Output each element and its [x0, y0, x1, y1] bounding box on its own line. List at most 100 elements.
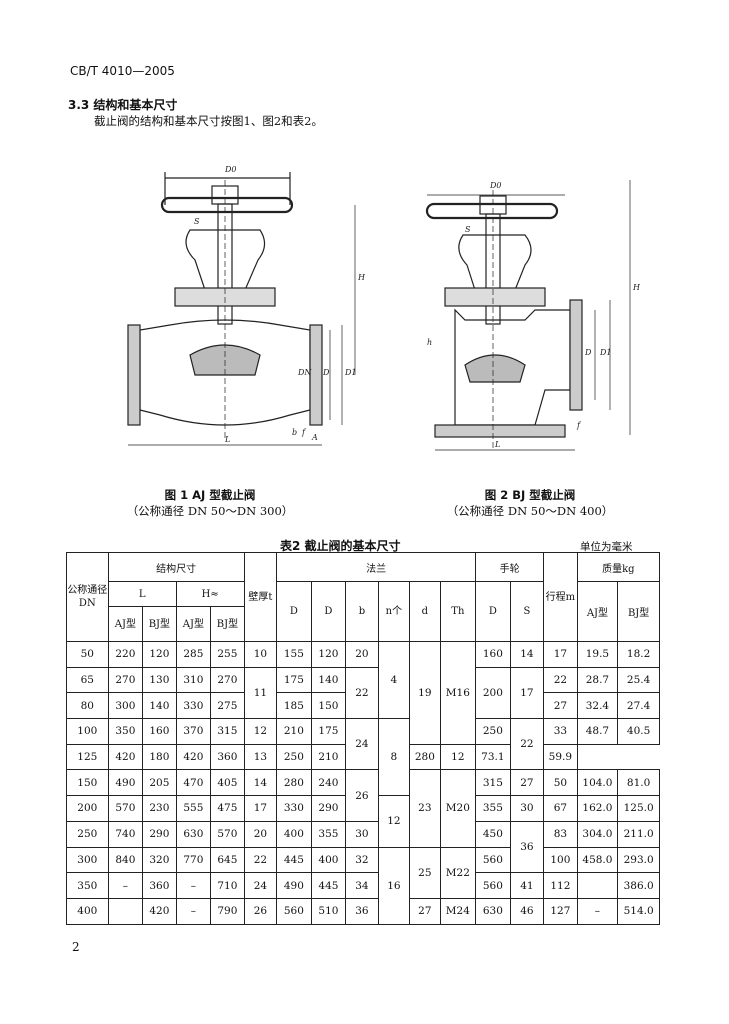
header-fl-D1: D: [310, 581, 347, 642]
table-cell: 240: [310, 769, 347, 797]
table-cell: 12: [377, 795, 411, 848]
table-cell: 420: [107, 743, 144, 771]
svg-text:H: H: [632, 283, 641, 292]
header-struct: 结构尺寸: [107, 552, 245, 582]
header-fl-n: n个: [377, 581, 411, 642]
table-cell: 205: [142, 769, 177, 797]
table-cell: 470: [175, 769, 212, 797]
table-cell: 32: [345, 846, 379, 874]
table-cell: 36: [509, 820, 545, 874]
table-cell: 220: [107, 641, 144, 668]
table-cell: 300: [107, 692, 144, 720]
table-cell: M20: [439, 769, 477, 848]
table-cell: 20: [243, 820, 278, 848]
svg-text:L: L: [494, 440, 500, 449]
header-flange: 法兰: [276, 552, 477, 582]
table-cell: 250: [276, 743, 312, 771]
svg-text:S: S: [194, 217, 200, 226]
table-cell: 475: [210, 795, 245, 822]
dimension-table: 公称通径DN 结构尺寸 壁厚t 法兰 手轮 行程m 质量kg L H≈ D D …: [66, 552, 661, 925]
section-intro: 截止阀的结构和基本尺寸按图1、图2和表2。: [94, 114, 323, 128]
table-cell: 48.7: [576, 718, 619, 745]
figure-1-subcaption: （公称通径 DN 50～DN 300）: [126, 504, 294, 518]
figure-2-caption: 图 2 BJ 型截止阀: [484, 488, 576, 502]
table-cell: 26: [345, 769, 379, 822]
table-cell: M16: [439, 641, 477, 745]
table-cell: 12: [243, 718, 278, 745]
table-cell: 355: [310, 820, 347, 848]
table-cell: 320: [142, 846, 177, 874]
figure-1-aj-valve-drawing: D0 S H DN D D1 L b f A: [127, 165, 366, 446]
table-cell: 100: [66, 718, 109, 745]
table-cell: 250: [475, 718, 511, 745]
svg-text:b: b: [292, 428, 297, 437]
table-cell: 560: [475, 846, 511, 874]
table-cell: 112: [543, 872, 578, 899]
table-cell: M22: [439, 846, 477, 899]
table-cell: 25: [409, 846, 441, 899]
header-stroke: 行程m: [543, 552, 578, 642]
table-cell: 185: [276, 692, 312, 720]
table-cell: 140: [142, 692, 177, 720]
table-cell: 19.5: [576, 641, 619, 668]
table-cell: 22: [509, 718, 545, 771]
table-cell: 160: [475, 641, 511, 668]
svg-text:S: S: [465, 225, 471, 234]
figure-2-bj-valve-drawing: D0 S H h D D1 L f: [425, 180, 641, 451]
table-cell: 27: [509, 769, 545, 797]
table-cell: 490: [276, 872, 312, 899]
svg-text:D: D: [584, 348, 592, 357]
header-mass: 质量kg: [576, 552, 661, 582]
table-cell: 330: [276, 795, 312, 822]
table-cell: 570: [107, 795, 144, 822]
table-cell: 12: [439, 743, 477, 771]
table-cell: 23: [409, 769, 441, 848]
table-cell: M24: [439, 897, 477, 925]
page-number: 2: [72, 940, 80, 954]
table-cell: 211.0: [617, 820, 660, 848]
table-cell: 30: [345, 820, 379, 848]
table-cell: 740: [107, 820, 144, 848]
table-cell: 280: [276, 769, 312, 797]
table-cell: [107, 897, 144, 925]
table-cell: 104.0: [576, 769, 619, 797]
table-cell: 270: [210, 666, 245, 694]
table-cell: 14: [243, 769, 278, 797]
table-cell: 400: [276, 820, 312, 848]
table-cell: 360: [210, 743, 245, 771]
header-dn: 公称通径DN: [66, 552, 109, 642]
table-cell: 840: [107, 846, 144, 874]
header-fl-th: Th: [439, 581, 477, 642]
table-cell: 710: [210, 872, 245, 899]
table-cell: 80: [66, 692, 109, 720]
table-cell: 290: [310, 795, 347, 822]
table-cell: 370: [175, 718, 212, 745]
table-cell: 26: [243, 897, 278, 925]
table-cell: 360: [142, 872, 177, 899]
table-cell: 32.4: [576, 692, 619, 720]
table-cell: 17: [243, 795, 278, 822]
table-cell: 386.0: [617, 872, 660, 899]
table-cell: 315: [475, 769, 511, 797]
table-cell: 27: [409, 897, 441, 925]
table-cell: 230: [142, 795, 177, 822]
table-cell: 14: [509, 641, 545, 668]
table-cell: 8: [377, 718, 411, 797]
table-cell: 790: [210, 897, 245, 925]
table-cell: 125.0: [617, 795, 660, 822]
table-cell: 24: [243, 872, 278, 899]
table-cell: 81.0: [617, 769, 660, 797]
svg-text:D0: D0: [489, 181, 502, 190]
table-cell: 180: [142, 743, 177, 771]
table-cell: 11: [243, 666, 278, 720]
table-cell: –: [175, 897, 212, 925]
header-wall: 壁厚t: [243, 552, 278, 642]
table-cell: 34: [345, 872, 379, 899]
table-cell: 175: [276, 666, 312, 694]
table-cell: 400: [310, 846, 347, 874]
